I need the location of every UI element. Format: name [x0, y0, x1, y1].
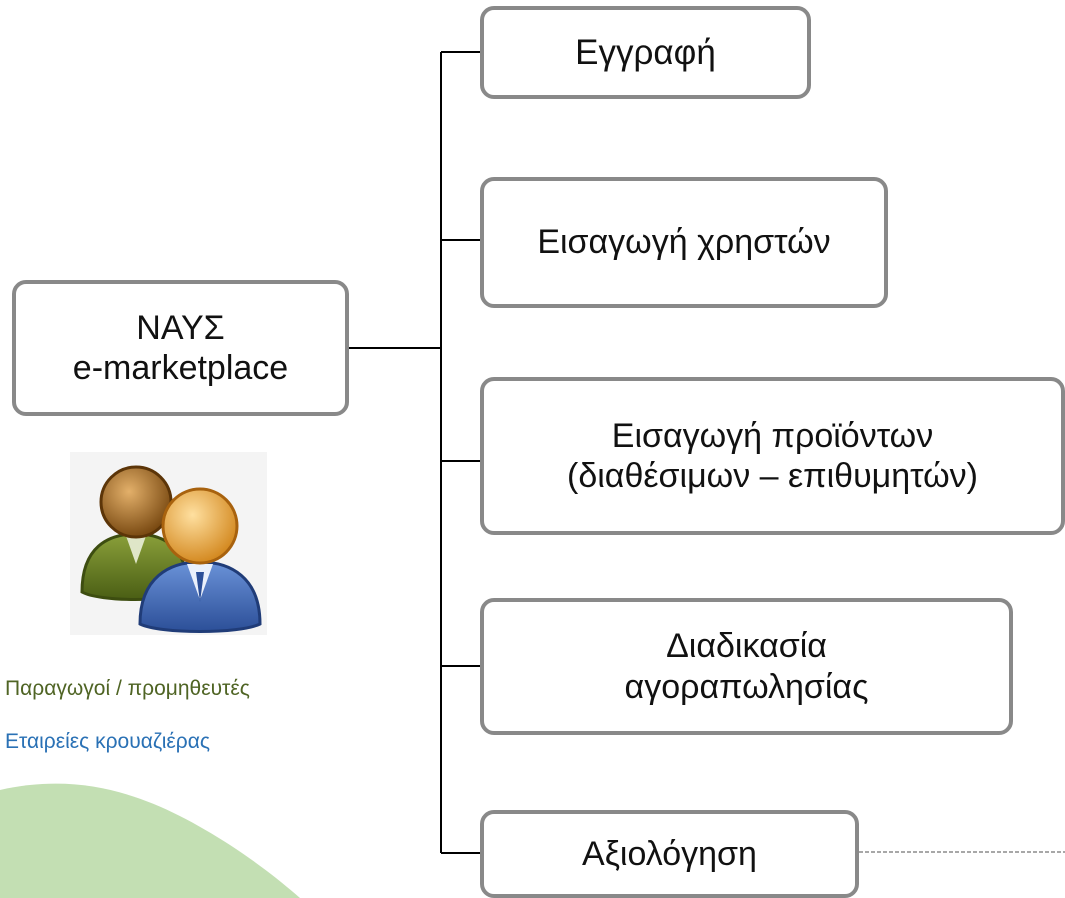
root-node: ΝΑΥΣ e-marketplace	[12, 280, 349, 416]
step-label: Εισαγωγή προϊόντων (διαθέσιμων – επιθυμη…	[567, 416, 978, 495]
step-label: Διαδικασία αγοραπωλησίας	[624, 627, 869, 706]
step-node-product-entry: Εισαγωγή προϊόντων (διαθέσιμων – επιθυμη…	[480, 377, 1065, 535]
step-node-trading: Διαδικασία αγοραπωλησίας	[480, 598, 1013, 735]
step-node-user-entry: Εισαγωγή χρηστών	[480, 177, 888, 308]
step-node-registration: Εγγραφή	[480, 6, 811, 99]
step-node-evaluation: Αξιολόγηση	[480, 810, 859, 898]
step-label: Αξιολόγηση	[582, 834, 757, 873]
step-label: Εγγραφή	[575, 32, 716, 72]
users-icon	[70, 452, 267, 635]
step-label: Εισαγωγή χρηστών	[537, 223, 831, 262]
legend-cruise-companies: Εταιρείες κρουαζιέρας	[5, 730, 210, 753]
root-label: ΝΑΥΣ e-marketplace	[72, 308, 289, 387]
legend-producers: Παραγωγοί / προμηθευτές	[5, 677, 250, 700]
